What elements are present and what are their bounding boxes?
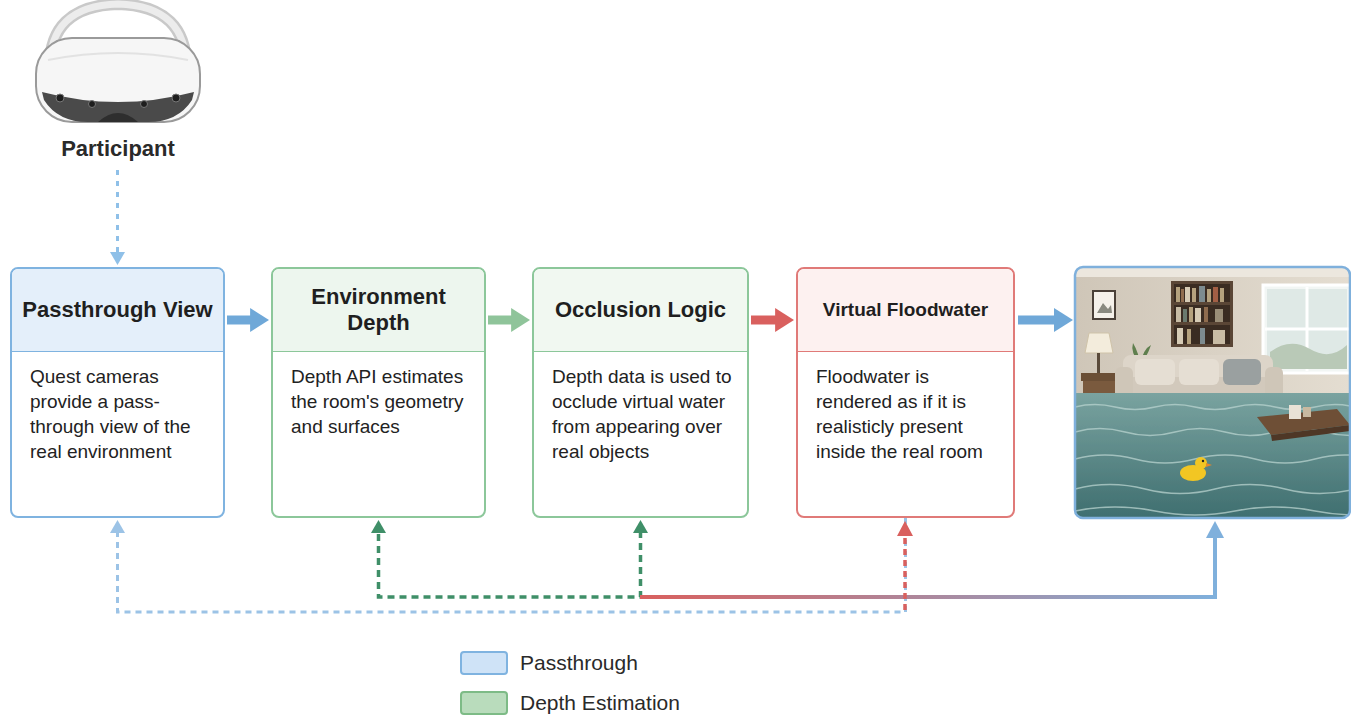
arrow-head [110, 520, 125, 533]
legend-swatch [460, 651, 508, 675]
box-title: Environment Depth [273, 269, 484, 352]
arrow-head [250, 308, 269, 332]
connector-line [379, 531, 641, 597]
connector-line [116, 170, 119, 254]
connector [227, 308, 269, 332]
participant-label: Participant [28, 136, 208, 162]
box-description: Depth data is used to occlude virtual wa… [534, 352, 747, 474]
arrow-head [897, 521, 913, 536]
arrow-head [1206, 521, 1224, 538]
arrow-head [1054, 308, 1073, 332]
legend-swatch [460, 691, 508, 715]
arrow-head [371, 520, 386, 533]
connector-line [227, 316, 252, 325]
arrow-head [775, 308, 794, 332]
process-box: Passthrough ViewQuest cameras provide a … [10, 267, 225, 518]
process-box: Virtual FloodwaterFloodwater is rendered… [796, 267, 1015, 518]
box-description: Floodwater is rendered as if it is reali… [798, 352, 1013, 474]
process-box: Environment DepthDepth API estimates the… [271, 267, 486, 518]
box-title: Virtual Floodwater [798, 269, 1013, 352]
connector [110, 170, 125, 265]
connector-line [488, 316, 513, 325]
arrow-head [633, 520, 648, 533]
connector-line [751, 316, 777, 325]
box-title: Passthrough View [12, 269, 223, 352]
feedback-line [903, 536, 907, 610]
box-description: Depth API estimates the room's geometry … [273, 352, 484, 449]
arrow-head [110, 252, 125, 265]
flow-arrow [1018, 316, 1056, 325]
box-title: Occlusion Logic [534, 269, 747, 352]
legend-text: Passthrough [520, 651, 638, 675]
connector [371, 520, 648, 597]
process-box: Occlusion LogicDepth data is used to occ… [532, 267, 749, 518]
headset-icon [28, 0, 208, 132]
connector [751, 308, 794, 332]
feedback-line [640, 537, 1215, 597]
legend: PassthroughDepth Estimation [460, 648, 680, 722]
box-description: Quest cameras provide a pass-through vie… [12, 352, 223, 474]
connector [488, 308, 530, 332]
legend-item: Depth Estimation [460, 688, 680, 718]
participant-node: Participant [28, 0, 208, 162]
legend-text: Depth Estimation [520, 691, 680, 715]
arrow-head [511, 308, 530, 332]
flooded-room-image [1075, 267, 1351, 518]
legend-item: Passthrough [460, 648, 680, 678]
